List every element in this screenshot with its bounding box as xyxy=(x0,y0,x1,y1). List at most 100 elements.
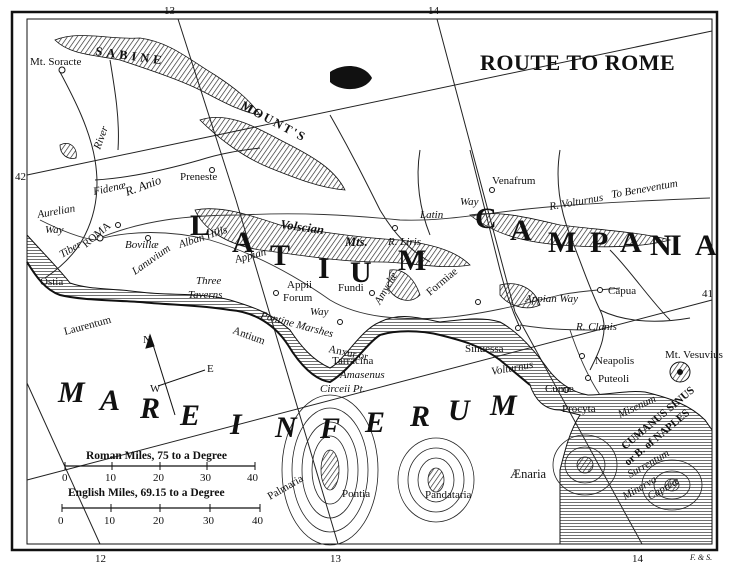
svg-text:Forum: Forum xyxy=(283,292,313,304)
svg-text:I: I xyxy=(229,408,244,441)
svg-text:Cumæ: Cumæ xyxy=(545,383,574,395)
grid-label-bottom-12: 12 xyxy=(95,553,106,565)
svg-text:Pandataria: Pandataria xyxy=(425,489,472,501)
svg-text:20: 20 xyxy=(153,515,165,527)
svg-text:Neapolis: Neapolis xyxy=(595,355,634,367)
svg-text:A: A xyxy=(695,229,717,262)
svg-text:30: 30 xyxy=(203,515,215,527)
label-mts: Mts. xyxy=(344,235,368,249)
svg-text:Ænaria: Ænaria xyxy=(510,467,547,481)
compass-e: E xyxy=(207,363,214,375)
svg-text:Preneste: Preneste xyxy=(180,171,217,183)
svg-text:M: M xyxy=(398,244,426,277)
svg-text:40: 40 xyxy=(252,515,264,527)
svg-text:E: E xyxy=(179,399,202,432)
svg-text:To Beneventum: To Beneventum xyxy=(610,177,678,200)
svg-text:N: N xyxy=(274,411,299,444)
grid-label-top-14: 14 xyxy=(428,5,440,17)
svg-text:Amasenus: Amasenus xyxy=(339,369,385,381)
svg-text:I: I xyxy=(670,229,682,262)
svg-text:A: A xyxy=(232,226,254,259)
svg-text:Formiae: Formiae xyxy=(424,265,460,298)
region-campania: C A M P A N I A xyxy=(475,202,717,262)
grid-label-bottom-13: 13 xyxy=(330,553,342,565)
svg-text:Way: Way xyxy=(310,306,329,318)
svg-text:Three: Three xyxy=(196,275,221,287)
svg-text:A: A xyxy=(98,384,122,417)
svg-text:E: E xyxy=(364,406,387,439)
compass-n: N xyxy=(143,334,151,346)
vesuvius-marker xyxy=(669,361,691,383)
svg-text:River: River xyxy=(91,124,111,152)
svg-text:Circeii Pt.: Circeii Pt. xyxy=(320,383,365,395)
map-title: ROUTE TO ROME xyxy=(480,50,675,75)
region-latium: L A T I U M xyxy=(190,209,426,289)
svg-text:Taverns: Taverns xyxy=(188,289,222,301)
scale-bar-english: English Miles, 69.15 to a Degree 0 10 20… xyxy=(58,487,264,527)
sea-name: M A R E I N F E R U M xyxy=(57,376,517,445)
svg-text:Procyta: Procyta xyxy=(562,403,596,415)
svg-text:M: M xyxy=(57,376,87,409)
svg-text:Way: Way xyxy=(45,224,64,236)
svg-text:Tarracina: Tarracina xyxy=(332,355,373,367)
svg-text:Puteoli: Puteoli xyxy=(598,373,629,385)
label-volscian: Volscian xyxy=(280,217,325,237)
compass-w: W xyxy=(150,383,161,395)
svg-text:I: I xyxy=(318,252,330,285)
svg-text:Ostia: Ostia xyxy=(40,276,63,288)
svg-text:R. Liris: R. Liris xyxy=(387,236,421,248)
svg-text:T: T xyxy=(270,239,290,272)
svg-text:Pontia: Pontia xyxy=(342,488,370,500)
grid-label-top-13: 13 xyxy=(164,5,176,17)
svg-text:P: P xyxy=(590,226,608,259)
svg-text:Venafrum: Venafrum xyxy=(492,175,536,187)
label-soracte: Mt. Soracte xyxy=(30,56,81,68)
svg-text:R. Anio: R. Anio xyxy=(122,173,163,199)
svg-text:Roman Miles, 75 to a Degree: Roman Miles, 75 to a Degree xyxy=(86,450,227,462)
scale-bar-roman: Roman Miles, 75 to a Degree 0 10 20 30 4… xyxy=(62,450,259,484)
svg-text:Sinuessa: Sinuessa xyxy=(465,343,504,355)
engraver-credit: F. & S. xyxy=(689,553,712,562)
svg-text:Mt. Vesuvius: Mt. Vesuvius xyxy=(665,349,723,361)
grid-label-left-42: 42 xyxy=(15,171,26,183)
svg-text:Way: Way xyxy=(460,196,479,208)
svg-text:English Miles, 69.15 to a Degr: English Miles, 69.15 to a Degree xyxy=(68,487,225,499)
grid-label-right-41: 41 xyxy=(702,288,713,300)
svg-text:0: 0 xyxy=(62,472,68,484)
svg-text:10: 10 xyxy=(104,515,116,527)
svg-text:L: L xyxy=(190,209,210,242)
svg-text:Antium: Antium xyxy=(231,325,267,348)
svg-text:A: A xyxy=(510,214,532,247)
svg-text:R. Volturnus: R. Volturnus xyxy=(547,192,604,213)
svg-text:R: R xyxy=(139,392,162,425)
svg-text:Appii: Appii xyxy=(287,279,312,291)
svg-text:F: F xyxy=(319,412,342,445)
inner-frame xyxy=(26,18,713,545)
roads xyxy=(39,197,711,396)
grid-label-bottom-14: 14 xyxy=(632,553,644,565)
islands xyxy=(281,394,703,546)
svg-text:30: 30 xyxy=(200,472,212,484)
svg-text:0: 0 xyxy=(58,515,64,527)
svg-text:10: 10 xyxy=(105,472,117,484)
svg-text:R: R xyxy=(409,400,432,433)
svg-text:C: C xyxy=(475,202,497,235)
svg-text:Bovillæ: Bovillæ xyxy=(125,239,159,251)
town-markers xyxy=(58,66,603,393)
svg-text:Capua: Capua xyxy=(608,285,636,297)
svg-text:Laurentum: Laurentum xyxy=(63,314,113,338)
svg-text:40: 40 xyxy=(247,472,259,484)
compass: N W E xyxy=(143,333,214,416)
lake-icon xyxy=(330,66,372,90)
svg-text:M: M xyxy=(548,226,576,259)
svg-text:Appian Way: Appian Way xyxy=(524,293,578,305)
svg-text:20: 20 xyxy=(153,472,165,484)
svg-text:U: U xyxy=(350,256,372,289)
svg-text:Aurelian: Aurelian xyxy=(35,202,76,221)
svg-text:N: N xyxy=(650,229,672,262)
coastline xyxy=(26,233,713,545)
svg-text:U: U xyxy=(448,394,472,427)
svg-text:Fundi: Fundi xyxy=(338,282,364,294)
svg-text:R. Clanis: R. Clanis xyxy=(575,321,617,333)
